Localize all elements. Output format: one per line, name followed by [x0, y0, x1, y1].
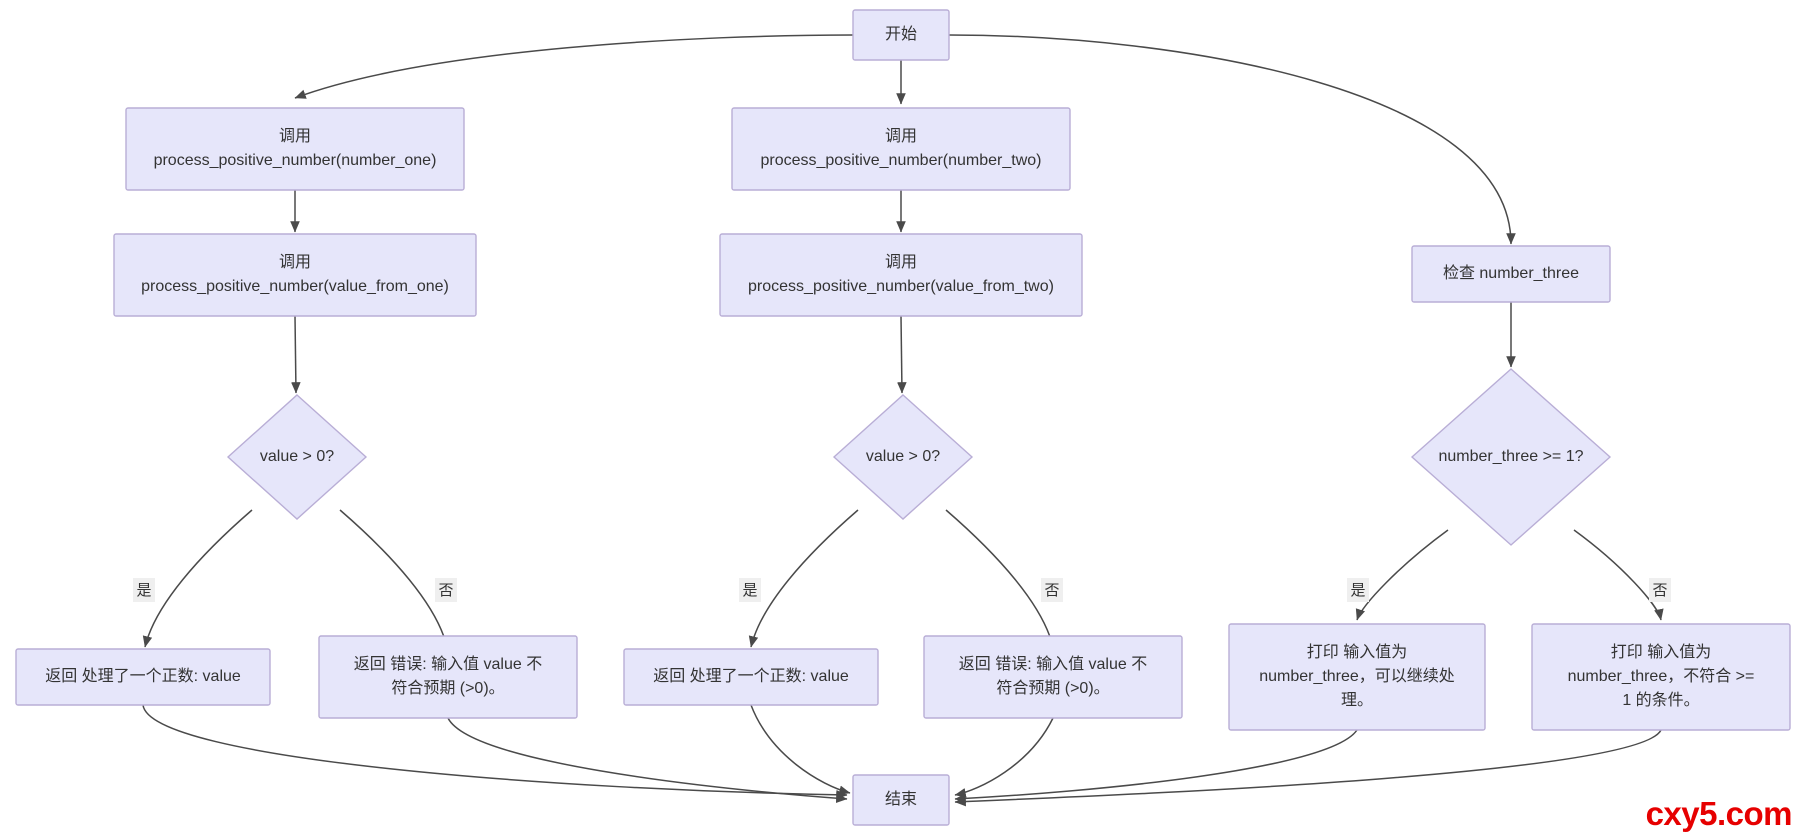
node-label: number_three，不符合 >= [1568, 667, 1755, 685]
node-label: process_positive_number(value_from_two) [748, 278, 1054, 295]
nodes-layer: 开始调用process_positive_number(number_one)调… [15, 9, 1791, 826]
edge-label-text: 是 [1350, 582, 1365, 599]
edge-ret1err-to-end [447, 717, 848, 803]
node-ret1ok[interactable]: 返回 处理了一个正数: value [15, 648, 271, 706]
node-label: value > 0? [866, 448, 940, 465]
node-label: value > 0? [260, 448, 334, 465]
node-label: number_three，可以继续处 [1259, 667, 1455, 685]
edge-label-background [1041, 578, 1063, 602]
node-label: 返回 错误: 输入值 value 不 [959, 655, 1147, 673]
process-shape [923, 635, 1183, 719]
node-label: 返回 处理了一个正数: value [45, 667, 241, 685]
node-label: process_positive_number(number_one) [154, 152, 437, 169]
process-shape [1531, 623, 1791, 731]
edge-start-to-check3 [948, 34, 1516, 245]
process-shape [1411, 245, 1611, 303]
node-call1b[interactable]: 调用 process_positive_number(value_from_one… [113, 233, 477, 317]
node-label: 1 的条件。 [1622, 691, 1699, 709]
node-label: 开始 [885, 25, 917, 43]
edge-dec1-to-ret1err [339, 509, 450, 648]
node-label: 结束 [885, 790, 917, 808]
process-shape [113, 233, 477, 317]
process-shape [318, 635, 578, 719]
node-label: 符合预期 (>0)。 [996, 679, 1109, 697]
node-label: 符合预期 (>0)。 [391, 679, 504, 697]
node-label: 调用 [279, 127, 311, 145]
node-call2[interactable]: 调用 process_positive_number(number_two) [731, 107, 1071, 191]
node-label: 理。 [1341, 692, 1373, 709]
node-label: 返回 处理了一个正数: value [653, 667, 849, 685]
edge-labels-layer: 是否是否是否 [133, 578, 1671, 602]
edge-label-text: 是 [136, 582, 151, 599]
node-label: process_positive_number(value_from_one) [141, 278, 449, 295]
process-shape [15, 648, 271, 706]
node-call2b[interactable]: 调用 process_positive_number(value_from_two… [719, 233, 1083, 317]
node-dec1[interactable]: value > 0? [226, 394, 368, 520]
process-shape [623, 648, 879, 706]
node-ret2ok[interactable]: 返回 处理了一个正数: value [623, 648, 879, 706]
edge-label-dec2-ret2ok: 是 [739, 578, 761, 602]
process-shape [125, 107, 465, 191]
node-label: number_three >= 1? [1439, 448, 1584, 465]
edge-call1b-to-dec1 [291, 315, 301, 394]
edge-label-background [1347, 578, 1369, 602]
edge-dec1-to-ret1ok [142, 509, 253, 648]
node-check3[interactable]: 检查 number_three [1411, 245, 1611, 303]
node-label: 打印 输入值为 [1611, 643, 1711, 661]
edge-dec2-to-ret2ok [748, 509, 859, 648]
edge-ret2err-to-end [954, 717, 1054, 798]
process-shape [852, 9, 950, 61]
edge-label-background [435, 578, 457, 602]
edge-label-text: 否 [1044, 582, 1059, 599]
process-shape [719, 233, 1083, 317]
edges-layer [142, 34, 1664, 807]
edge-label-text: 否 [438, 582, 453, 599]
process-shape [1228, 623, 1486, 731]
edge-label-background [1649, 578, 1671, 602]
edge-label-dec1-ret1err: 否 [435, 578, 457, 602]
node-dec2[interactable]: value > 0? [832, 394, 974, 520]
node-label: 检查 number_three [1443, 264, 1579, 282]
edge-label-dec3-print3no: 否 [1649, 578, 1671, 602]
node-label: 调用 [885, 253, 917, 271]
edge-print3no-to-end [954, 729, 1662, 807]
node-label: process_positive_number(number_two) [760, 152, 1041, 169]
node-call1[interactable]: 调用 process_positive_number(number_one) [125, 107, 465, 191]
edge-dec2-to-ret2err [945, 509, 1056, 648]
node-dec3[interactable]: number_three >= 1? [1410, 368, 1612, 546]
node-end[interactable]: 结束 [852, 774, 950, 826]
edge-dec3-to-print3ok [1355, 529, 1449, 621]
edge-label-background [739, 578, 761, 602]
node-label: 调用 [279, 253, 311, 271]
edge-ret2ok-to-end [750, 704, 851, 795]
node-label: 调用 [885, 127, 917, 145]
edge-label-text: 是 [742, 582, 757, 599]
node-print3no[interactable]: 打印 输入值为 number_three，不符合 >= 1 的条件。 [1531, 623, 1791, 731]
edge-label-dec1-ret1ok: 是 [133, 578, 155, 602]
edge-label-background [133, 578, 155, 602]
process-shape [731, 107, 1071, 191]
edge-ret1ok-to-end [142, 704, 848, 800]
node-start[interactable]: 开始 [852, 9, 950, 61]
edge-print3ok-to-end [954, 729, 1358, 804]
edge-label-text: 否 [1652, 582, 1667, 599]
edge-label-dec3-print3ok: 是 [1347, 578, 1369, 602]
decision-shape [832, 394, 974, 520]
watermark: cxy5.com [1645, 795, 1793, 832]
edge-call2b-to-dec2 [897, 315, 907, 394]
edge-start-to-call1 [294, 34, 854, 99]
edge-dec3-to-print3no [1573, 529, 1664, 621]
node-label: 打印 输入值为 [1307, 643, 1407, 661]
process-shape [852, 774, 950, 826]
edge-label-dec2-ret2err: 否 [1041, 578, 1063, 602]
decision-shape [1410, 368, 1612, 546]
decision-shape [226, 394, 368, 520]
node-label: 返回 错误: 输入值 value 不 [354, 655, 542, 673]
